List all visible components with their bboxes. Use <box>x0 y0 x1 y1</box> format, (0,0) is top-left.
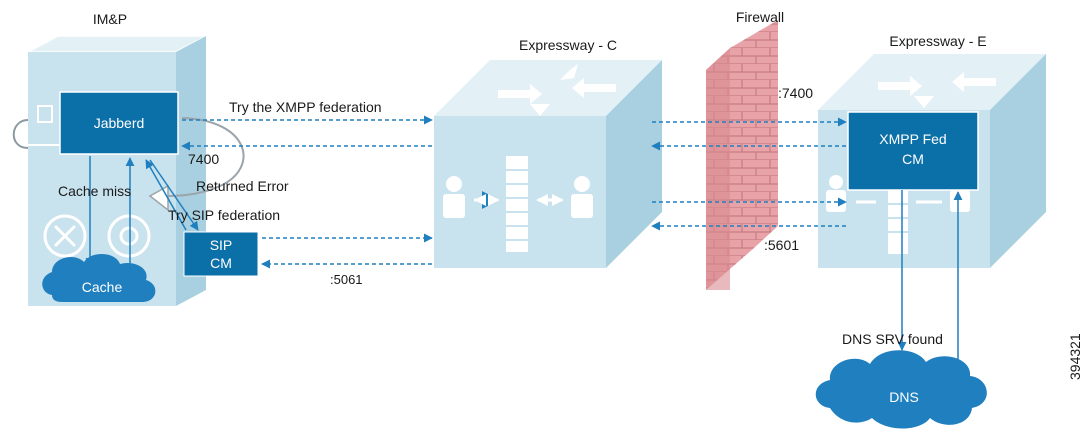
port-7400-fw-label: :7400 <box>778 85 813 101</box>
try-sip-label: Try SIP federation <box>168 207 280 223</box>
firewall <box>706 20 778 290</box>
returned-error-label: Returned Error <box>196 178 289 194</box>
port-7400-local-label: 7400 <box>188 151 219 167</box>
imp-title: IM&P <box>93 11 127 27</box>
sip-cm-line1: SIP <box>210 237 233 253</box>
firewall-title: Firewall <box>736 9 784 25</box>
sip-cm-line2: CM <box>210 255 232 271</box>
dns-arrows <box>897 190 963 362</box>
flow-arrows <box>181 115 847 269</box>
xmpp-fed-cm-line1: XMPP Fed <box>879 131 946 147</box>
expressway-c-title: Expressway - C <box>519 37 617 53</box>
expressway-c-cube <box>434 60 662 268</box>
try-xmpp-label: Try the XMPP federation <box>229 99 382 115</box>
expressway-e-cube <box>818 54 1046 268</box>
expressway-e-title: Expressway - E <box>889 33 986 49</box>
cache-label: Cache <box>82 279 123 295</box>
imp-internal-arrows <box>85 156 199 270</box>
figure-id: 394321 <box>1067 333 1083 380</box>
xmpp-fed-cm-box <box>847 111 979 191</box>
dns-srv-found-label: DNS SRV found <box>842 331 943 347</box>
dns-label: DNS <box>889 389 919 405</box>
xmpp-fed-cm-line2: CM <box>902 151 924 167</box>
jabberd-label: Jabberd <box>94 115 145 131</box>
dns-cloud <box>815 350 987 429</box>
cache-miss-label: Cache miss <box>58 183 131 199</box>
sip-cm-box <box>183 231 259 277</box>
port-5601-fw-label: :5601 <box>764 237 799 253</box>
cache-cloud <box>42 253 156 302</box>
port-5061-label: :5061 <box>330 272 363 287</box>
jabberd-box <box>59 91 179 155</box>
